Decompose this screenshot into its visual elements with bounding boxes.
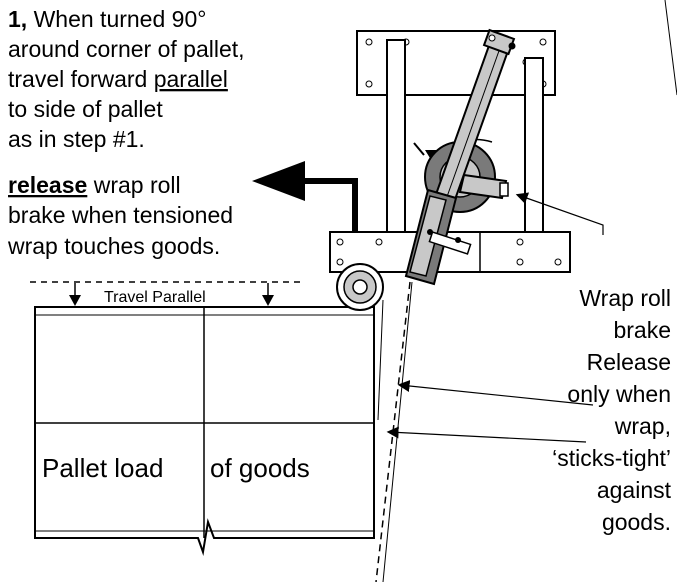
brake-note-line: Release (587, 349, 671, 375)
pallet-label-left: Pallet load (42, 453, 163, 483)
instruction-line4: to side of pallet (8, 96, 163, 122)
instruction-line7: brake when tensioned (8, 202, 233, 228)
svg-text:release wrap roll: release wrap roll (8, 172, 181, 198)
brake-note-line: against (597, 477, 672, 503)
brake-note-line: only when (567, 381, 671, 407)
travel-parallel-label: Travel Parallel (104, 289, 206, 306)
step-number: 1, (8, 6, 27, 32)
brake-note-line: ‘sticks-tight’ (552, 445, 671, 471)
instruction-release: release (8, 172, 87, 198)
pallet-label-right: of goods (210, 453, 310, 483)
instruction-parallel: parallel (154, 66, 228, 92)
brake-note-line: goods. (602, 509, 671, 535)
brake-handle (458, 173, 508, 200)
brake-note-line: wrap, (614, 413, 671, 439)
brake-note: Wrap roll brake Release only when wrap, … (552, 285, 671, 535)
instruction-text: 1, When turned 90° around corner of pall… (7, 6, 245, 259)
instruction-line6: wrap roll (87, 172, 180, 198)
edge-line (664, 0, 677, 96)
instruction-line1: When turned 90° (27, 6, 206, 32)
instruction-line3: travel forward (8, 66, 154, 92)
brake-note-line: brake (613, 317, 671, 343)
pallet-load: Pallet load of goods (34, 306, 375, 556)
instruction-line5: as in step #1. (8, 126, 145, 152)
svg-text:1, When turned 90°: 1, When turned 90° (8, 6, 206, 32)
instruction-line8: wrap touches goods. (7, 233, 220, 259)
svg-text:travel forward parallel: travel forward parallel (8, 66, 228, 92)
instruction-line2: around corner of pallet, (8, 36, 245, 62)
down-arrow-icon (262, 295, 274, 306)
brake-callout-leaders (386, 192, 604, 443)
brake-note-line: Wrap roll (579, 285, 671, 311)
down-arrow-icon (69, 295, 81, 306)
wrap-machine (329, 28, 571, 311)
travel-parallel-guide: Travel Parallel (30, 281, 305, 306)
